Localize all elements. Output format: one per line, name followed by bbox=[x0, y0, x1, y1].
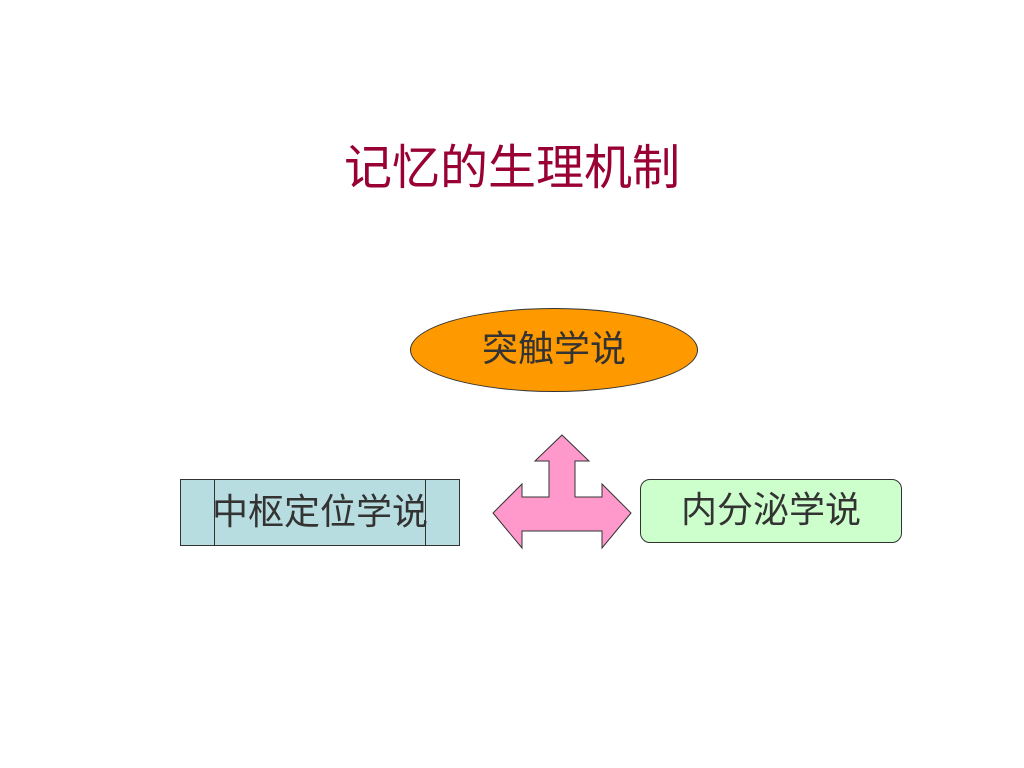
three-way-arrow-icon bbox=[492, 434, 632, 550]
synapse-theory-label: 突触学说 bbox=[481, 329, 626, 370]
synapse-theory-node: 突触学说 bbox=[410, 308, 698, 392]
endocrine-theory-label: 内分泌学说 bbox=[680, 490, 861, 531]
central-localization-theory-label: 中枢定位学说 bbox=[211, 491, 428, 533]
process-box-right-bar bbox=[425, 480, 426, 545]
central-localization-theory-node: 中枢定位学说 bbox=[180, 479, 460, 546]
three-way-arrow-shape bbox=[492, 434, 632, 550]
endocrine-theory-node: 内分泌学说 bbox=[640, 479, 902, 543]
process-box-left-bar bbox=[214, 480, 215, 545]
slide-title: 记忆的生理机制 bbox=[343, 140, 680, 196]
